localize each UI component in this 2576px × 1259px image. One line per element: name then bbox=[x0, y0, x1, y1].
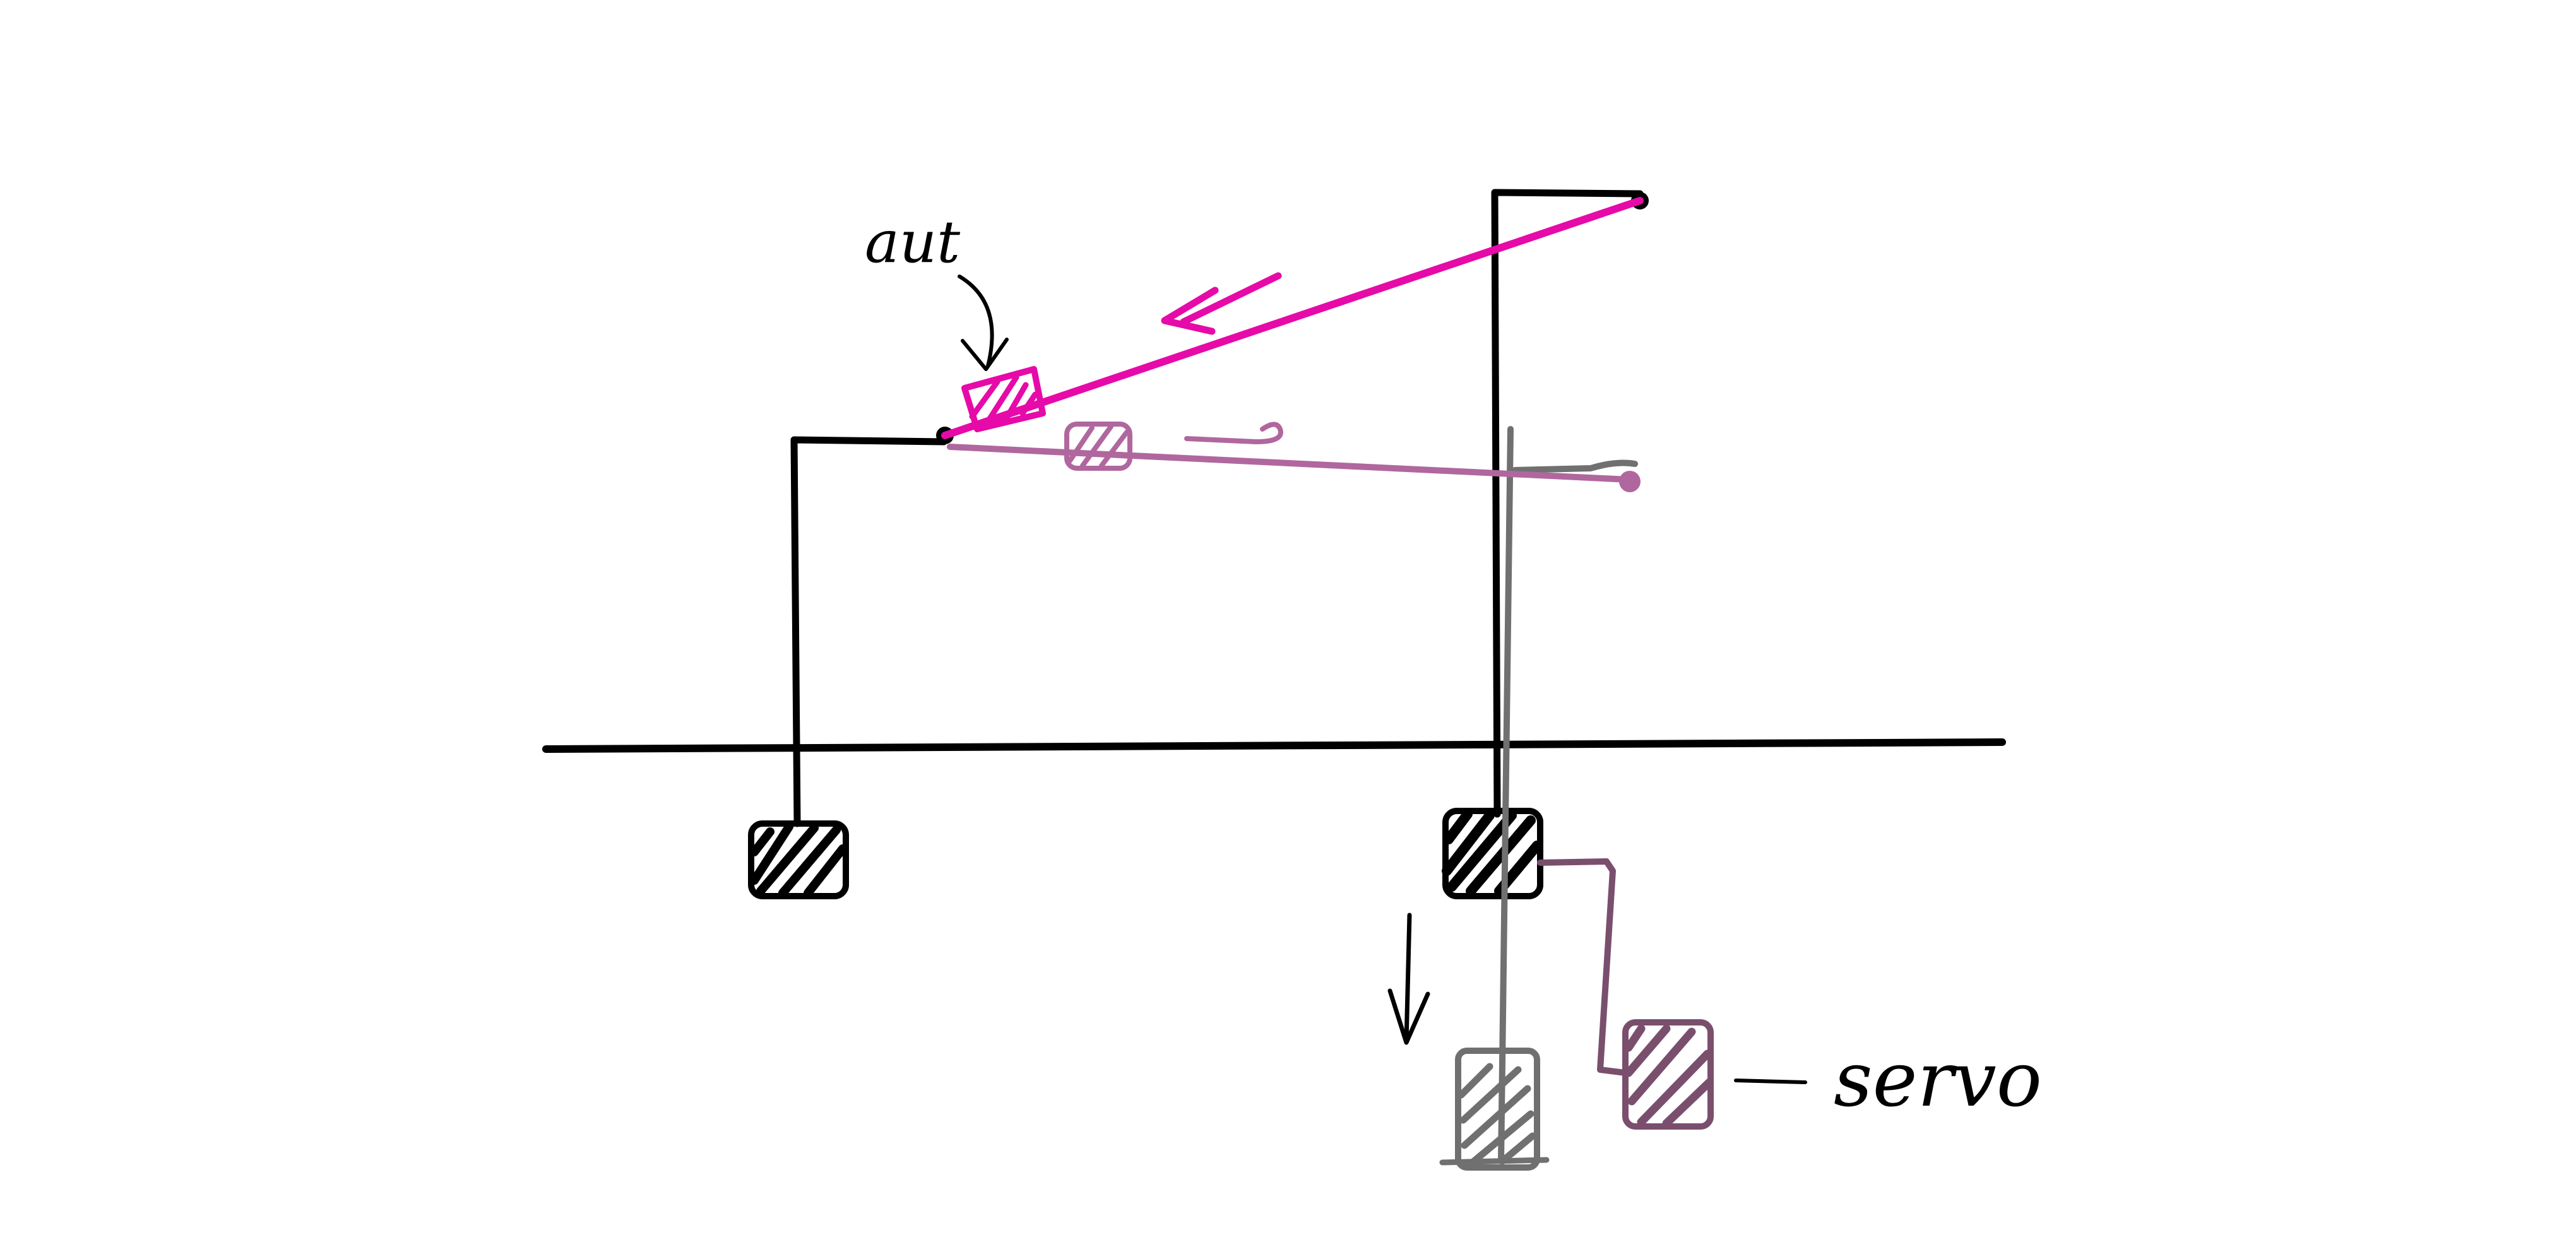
magenta-arm-block bbox=[961, 366, 1046, 432]
servo-annotation-label: servo bbox=[1834, 1036, 2042, 1124]
servo-wire bbox=[1537, 858, 1629, 1076]
right-post bbox=[1491, 189, 1644, 818]
magenta-arm bbox=[941, 197, 1644, 439]
left-base-block bbox=[748, 820, 849, 899]
top-annotation-label: aut bbox=[865, 208, 961, 276]
mauve-arm bbox=[947, 444, 1632, 483]
right-base-block bbox=[1442, 808, 1543, 899]
magenta-motion-arrow bbox=[1161, 272, 1282, 335]
mauve-motion-arrow bbox=[1184, 422, 1283, 444]
servo-block bbox=[1622, 1019, 1714, 1130]
gray-weight-block bbox=[1439, 1048, 1550, 1171]
left-post bbox=[790, 436, 947, 827]
down-arrow bbox=[1387, 913, 1430, 1045]
mauve-arm-block bbox=[1064, 422, 1132, 471]
mauve-arm-end bbox=[1619, 471, 1641, 492]
gray-rod bbox=[1498, 426, 1514, 1164]
servo-leader bbox=[1734, 1079, 1807, 1084]
ground-line bbox=[542, 738, 2006, 753]
aut-pointer-arrow bbox=[958, 275, 1009, 371]
gray-hook bbox=[1512, 459, 1638, 473]
